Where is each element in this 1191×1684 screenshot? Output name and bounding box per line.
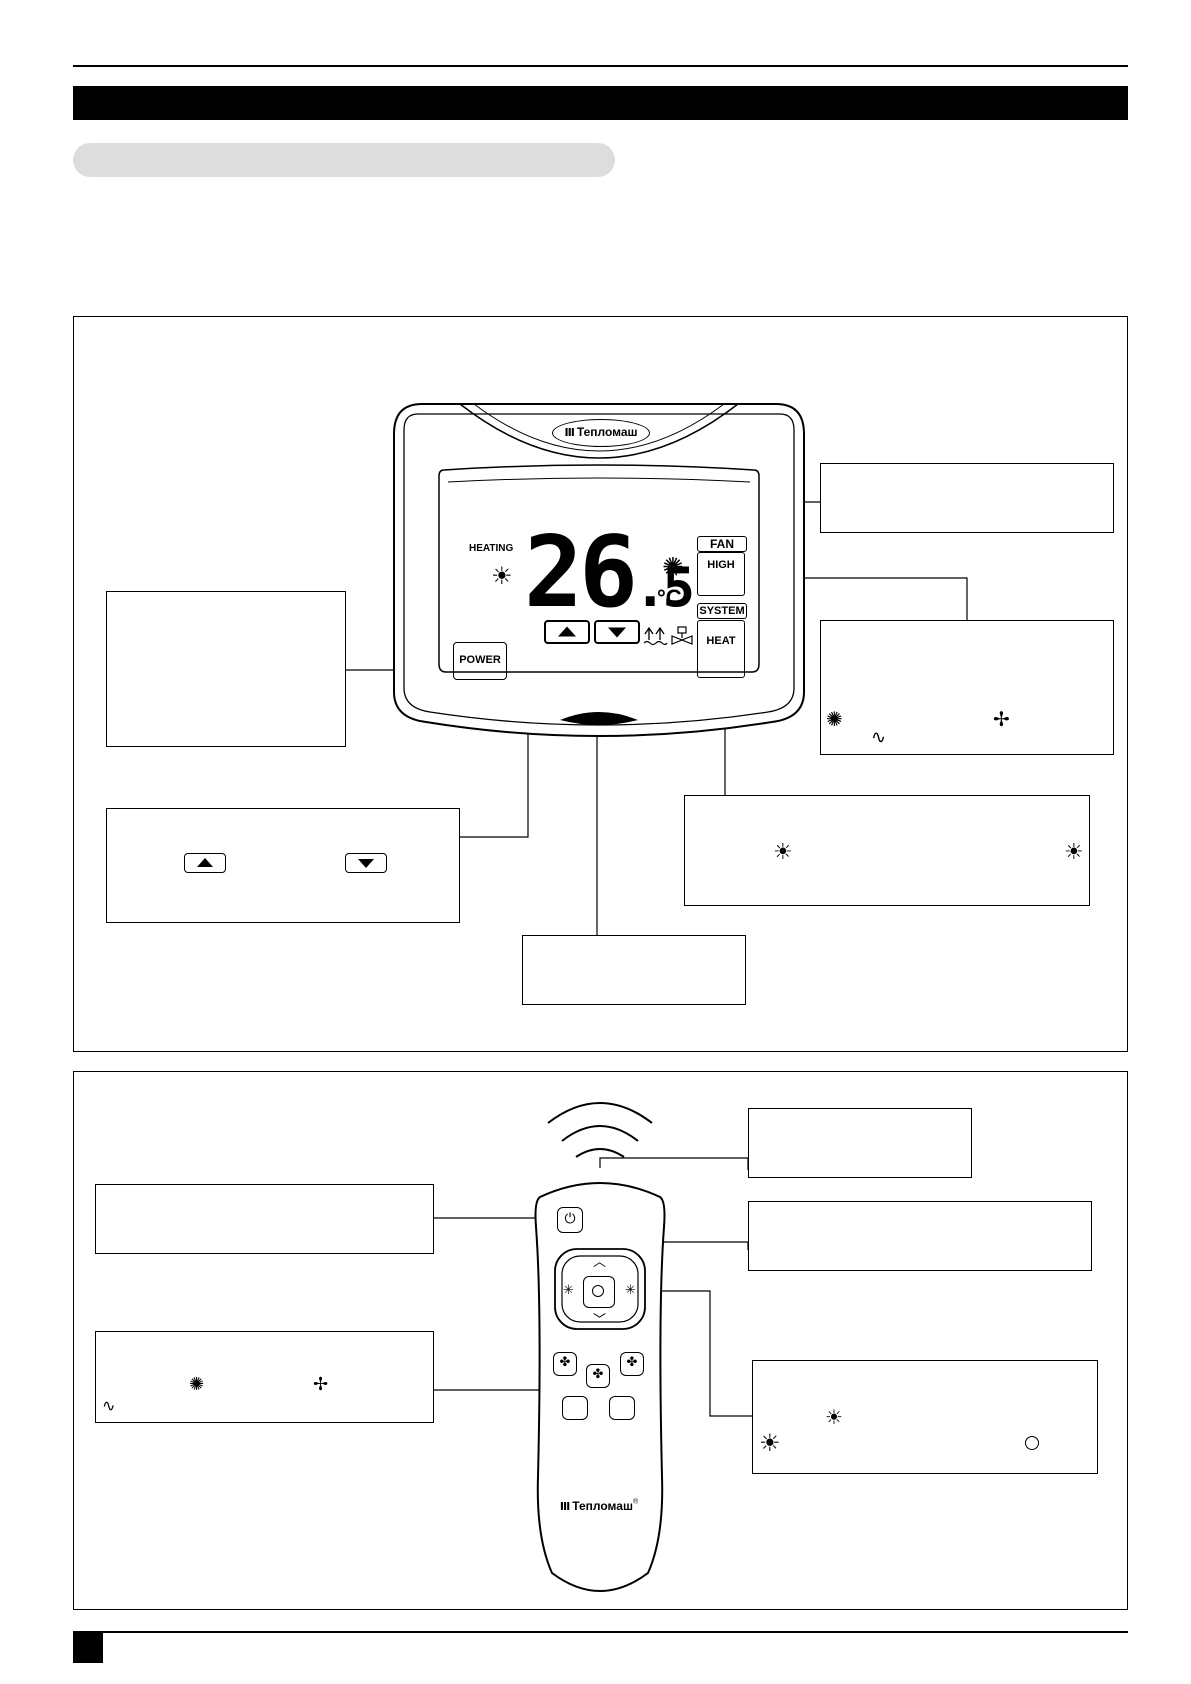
callout-arrows [106, 808, 460, 923]
page-number-box [73, 1631, 103, 1663]
heating-mode-label: HEATING [469, 543, 514, 554]
callout-remote-mode: ☀ ☀ [752, 1360, 1098, 1474]
arrow-down-icon [608, 627, 626, 638]
remote-power-button[interactable]: ⏻ [557, 1207, 583, 1233]
sun-icon: ☀ [773, 840, 793, 865]
fan-header: FAN [697, 536, 747, 552]
fan-medium-icon: ✤ [592, 1367, 604, 1382]
section-title-bar [73, 86, 1128, 120]
callout-indicator [522, 935, 746, 1005]
temperature-down-button[interactable] [594, 620, 640, 644]
remote-fan-medium-button[interactable]: ✤ [586, 1364, 610, 1388]
temperature-main: 26 [524, 516, 638, 630]
arrow-down-icon [358, 858, 374, 868]
dpad-down-button[interactable]: ﹀ [593, 1313, 607, 1328]
radiator-icon: Ⅲ [564, 427, 575, 439]
callout-remote-power [95, 1184, 434, 1254]
fan-low-icon: ✤ [559, 1355, 571, 1370]
fan-low-icon: ∿ [102, 1396, 116, 1415]
subsection-pill [73, 143, 615, 177]
down-arrow-button-illustration [345, 853, 387, 873]
fan-medium-icon: ✢ [313, 1374, 329, 1395]
heating-valve-icons [643, 626, 693, 646]
fan-high-icon: ✺ [662, 553, 684, 583]
fan-high-icon: ✺ [189, 1374, 205, 1395]
arrow-up-icon [197, 858, 213, 868]
sun-icon: ☀ [825, 1405, 843, 1429]
circle-icon [592, 1285, 604, 1297]
fan-button[interactable]: HIGH [697, 552, 745, 596]
arrow-up-icon [558, 626, 576, 637]
thermostat-device [393, 403, 805, 737]
up-arrow-button-illustration [184, 853, 226, 873]
fan-medium-icon: ✢ [993, 707, 1010, 731]
system-button[interactable]: HEAT [697, 620, 745, 678]
callout-fan-speed: ✺ ✢ ∿ [820, 620, 1114, 755]
dpad-up-button[interactable]: ︿ [593, 1255, 607, 1270]
sun-icon: ☀ [759, 1429, 781, 1457]
remote-fan-low-button[interactable]: ✤ [553, 1352, 577, 1376]
top-rule [73, 65, 1128, 67]
thermostat-panel [73, 316, 1128, 1052]
remote-brand-text: Тепломаш [572, 1499, 633, 1513]
remote-device [534, 1102, 666, 1592]
power-button-label: POWER [459, 654, 501, 666]
callout-system: ☀ ☀ [684, 795, 1090, 906]
system-header: SYSTEM [697, 603, 747, 619]
system-button-label: HEAT [706, 635, 736, 647]
temperature-readout: 26.5 [524, 524, 695, 622]
remote-panel [73, 1071, 1128, 1610]
radiator-icon: Ⅲ [559, 1501, 571, 1513]
thermostat-brand-text: Тепломаш [576, 425, 638, 439]
remote-blank-button-left[interactable] [562, 1396, 588, 1420]
dpad-center-button[interactable] [583, 1276, 615, 1308]
sun-icon: ☀ [491, 562, 513, 590]
remote-fan-high-button[interactable]: ✤ [620, 1352, 644, 1376]
fan-low-icon: ∿ [871, 727, 887, 748]
remote-blank-button-right[interactable] [609, 1396, 635, 1420]
fan-button-label: HIGH [707, 559, 735, 571]
callout-ir-window [748, 1108, 972, 1178]
circle-icon [1025, 1436, 1039, 1450]
temperature-decimal: .5 [634, 556, 695, 619]
bottom-rule [73, 1631, 1128, 1633]
callout-temperature-set [748, 1201, 1092, 1271]
power-icon: ⏻ [564, 1211, 576, 1227]
fan-high-icon: ✤ [626, 1355, 638, 1370]
callout-display [820, 463, 1114, 533]
callout-power [106, 591, 346, 747]
power-button[interactable]: POWER [453, 642, 507, 680]
callout-remote-fan: ✺ ✢ ∿ [95, 1331, 434, 1423]
temperature-up-button[interactable] [544, 620, 590, 644]
fan-high-icon: ✺ [826, 707, 843, 731]
temperature-unit: °C [657, 585, 682, 610]
registered-mark-icon: ® [632, 1498, 639, 1506]
dpad-left-sun-button[interactable]: ✳ [563, 1283, 574, 1298]
dpad-right-sun-button[interactable]: ✳ [625, 1283, 636, 1298]
sun-icon: ☀ [1064, 840, 1084, 865]
